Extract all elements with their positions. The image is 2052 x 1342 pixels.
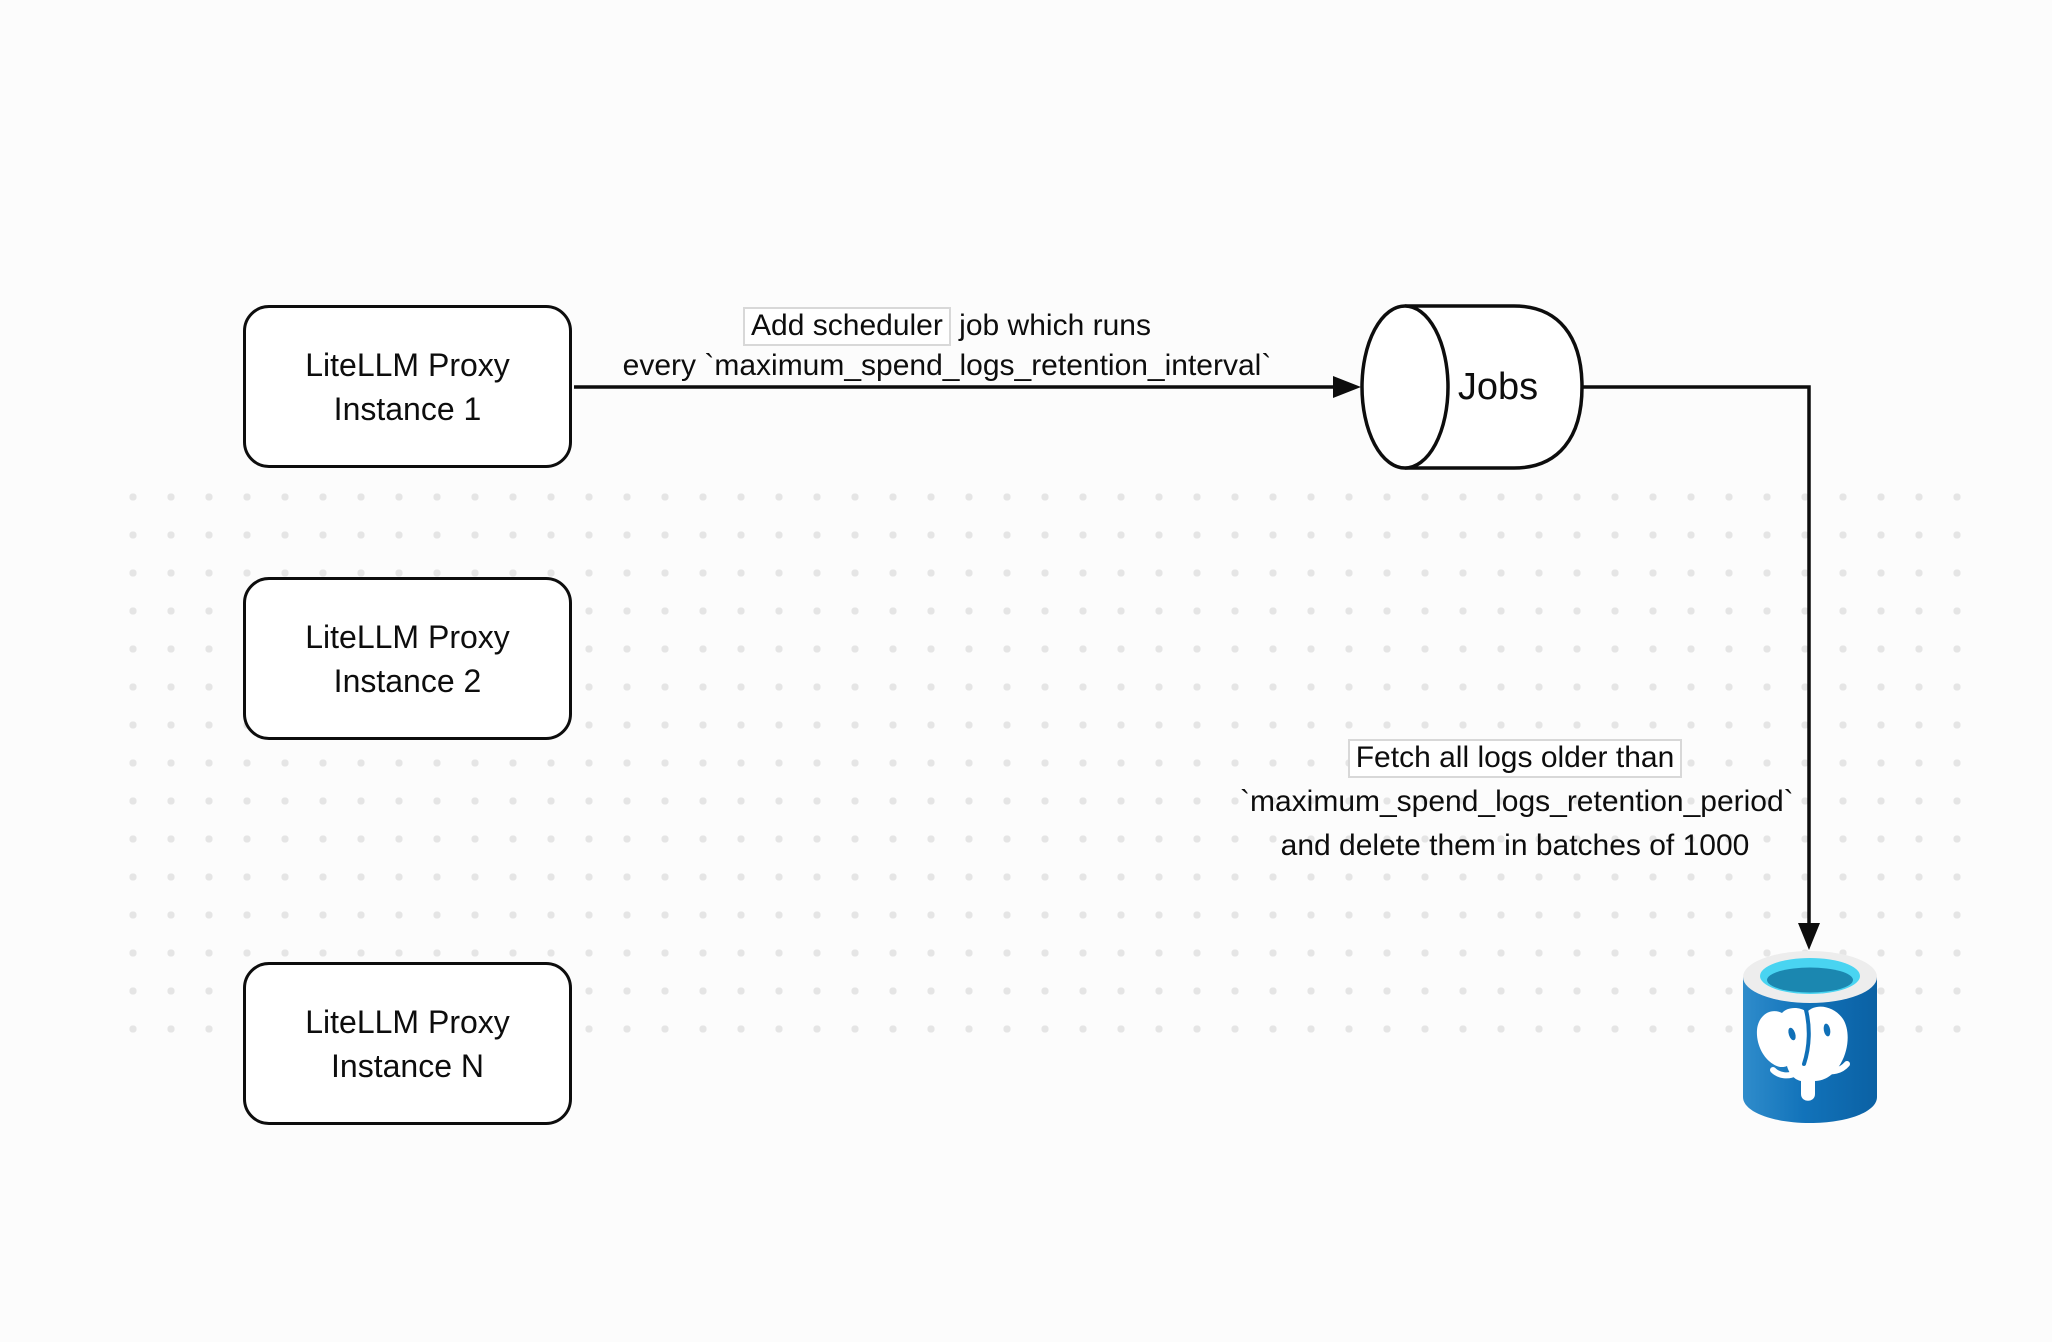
node-label-line1: LiteLLM Proxy bbox=[305, 1003, 510, 1040]
proxy-instance-1-node: LiteLLM Proxy Instance 1 bbox=[243, 305, 572, 468]
edge-label-fetch-logs: Fetch all logs older than `maximum_spend… bbox=[1240, 736, 1794, 868]
proxy-instance-2-node: LiteLLM Proxy Instance 2 bbox=[243, 577, 572, 740]
proxy-instance-n-node: LiteLLM Proxy Instance N bbox=[243, 962, 572, 1125]
node-label-line2: Instance N bbox=[331, 1047, 484, 1084]
arrowhead-down-icon bbox=[1798, 923, 1820, 950]
postgresql-database-icon bbox=[1743, 951, 1877, 1123]
cylinder-cap-ellipse bbox=[1360, 304, 1450, 470]
edge-label-line: every `maximum_spend_logs_retention_inte… bbox=[622, 349, 1272, 382]
arrow-jobs-to-postgres bbox=[1582, 385, 1820, 950]
jobs-queue-cylinder bbox=[1360, 304, 1584, 470]
postgres-elephant-icon bbox=[1756, 1006, 1850, 1101]
node-label-line1: LiteLLM Proxy bbox=[305, 618, 510, 655]
edge-label-text: job which runs bbox=[950, 309, 1151, 342]
node-label-line1: LiteLLM Proxy bbox=[305, 346, 510, 383]
edge-label-line: Add scheduler job which runs bbox=[597, 306, 1297, 346]
edge-label-line: Fetch all logs older than bbox=[1240, 736, 1790, 780]
arrow-instance1-to-jobs bbox=[574, 376, 1361, 398]
arrowhead-right-icon bbox=[1333, 376, 1361, 398]
edge-label-add-scheduler: Add scheduler job which runs every `maxi… bbox=[597, 306, 1297, 386]
node-label-line2: Instance 2 bbox=[333, 662, 482, 699]
edge-label-boxed-text: Fetch all logs older than bbox=[1347, 739, 1683, 778]
edge-label-line: and delete them in batches of 1000 bbox=[1280, 829, 1750, 862]
edge-label-boxed-text: Add scheduler bbox=[743, 307, 951, 346]
node-label-line2: Instance 1 bbox=[333, 390, 482, 427]
edge-label-line: `maximum_spend_logs_retention_period` bbox=[1240, 785, 1794, 818]
jobs-node-label: Jobs bbox=[1457, 366, 1539, 408]
